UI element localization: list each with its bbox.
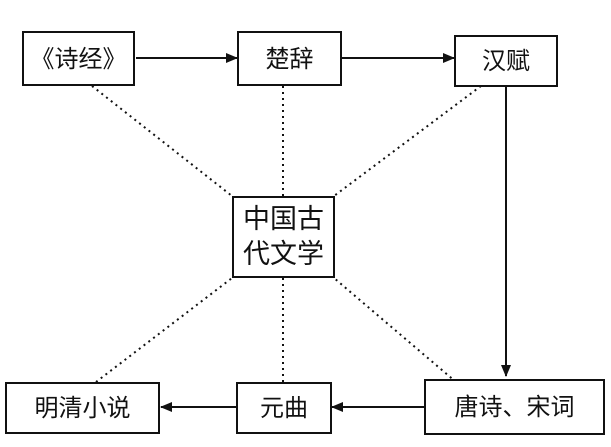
node-mingqing-xiaoshuo: 明清小说: [5, 382, 160, 434]
node-yuanqu: 元曲: [236, 382, 332, 434]
center-node-text: 中国古 代文学: [243, 202, 324, 272]
center-line-2: 代文学: [243, 239, 324, 270]
node-center-chinese-classical-literature: 中国古 代文学: [232, 196, 335, 278]
dotted-link-mingqing-center: [95, 277, 233, 383]
node-tangshi-songci: 唐诗、宋词: [424, 379, 605, 435]
center-line-1: 中国古: [243, 203, 324, 235]
node-shijing: 《诗经》: [22, 31, 135, 86]
node-chuci: 楚辞: [237, 31, 342, 86]
node-hanfu: 汉赋: [454, 35, 558, 87]
dotted-link-shijing-center: [91, 85, 233, 197]
dotted-link-tangshi-center: [333, 277, 457, 383]
dotted-link-hanfu-center: [333, 85, 482, 197]
